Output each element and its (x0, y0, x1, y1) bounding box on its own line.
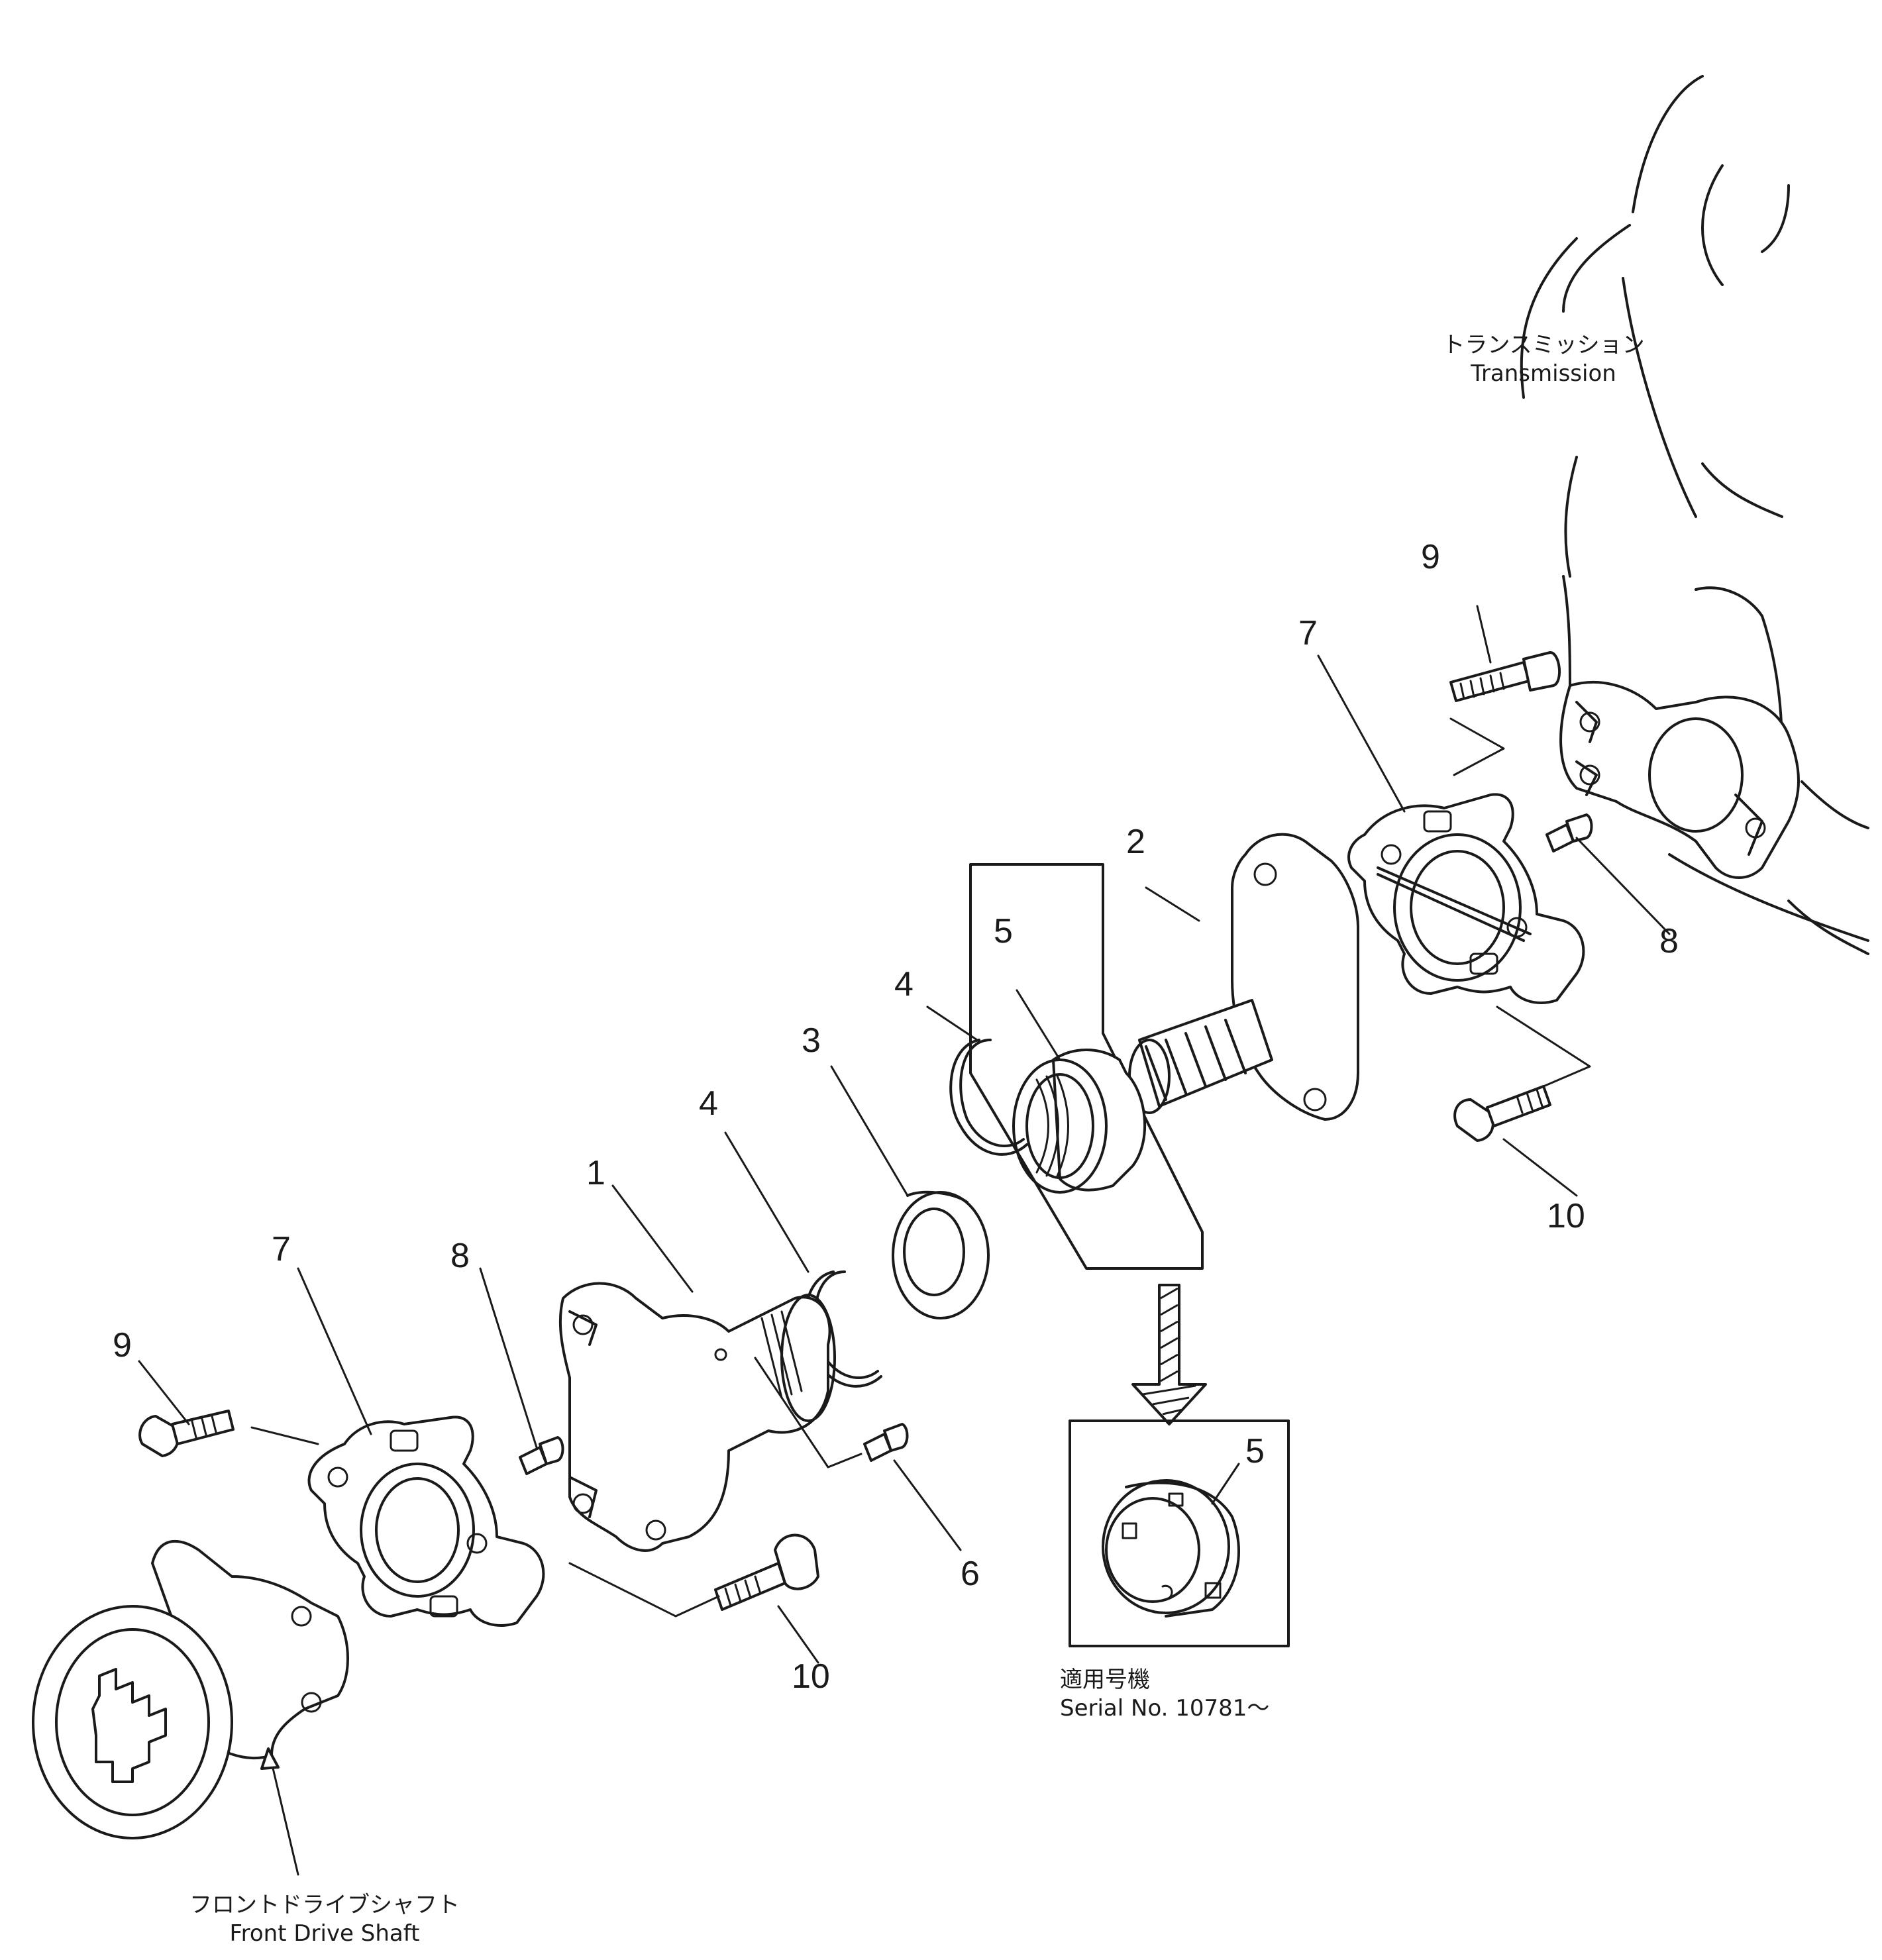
bearing-5-upper (1012, 1049, 1147, 1194)
serial-label-jp: 適用号機 (1060, 1667, 1150, 1693)
bolt-10-left (714, 1533, 819, 1611)
bearing-5-bracket (969, 863, 1204, 1270)
front-drive-shaft-label: フロントドライブシャフト Front Drive Shaft (185, 1891, 464, 1947)
snap-ring-4-upper (949, 1039, 1028, 1156)
transmission-housing (1520, 75, 1869, 955)
callout-9-upper: 9 (1421, 538, 1440, 576)
hatched-down-arrow-icon (1131, 1284, 1207, 1425)
callout-8-right: 8 (1659, 922, 1679, 960)
callout-7-upper: 7 (1298, 614, 1318, 652)
callout-2: 2 (1126, 823, 1145, 861)
grease-fitting-6 (863, 1423, 909, 1462)
leader-lines (138, 605, 1671, 1876)
callout-1: 1 (586, 1154, 605, 1192)
front-drive-shaft (32, 1540, 349, 1839)
yoke-1 (558, 1282, 836, 1552)
grease-fitting-8-right (1545, 813, 1593, 852)
front-drive-shaft-label-en: Front Drive Shaft (229, 1920, 420, 1947)
serial-label: 適用号機 Serial No. 10781～ (1060, 1666, 1312, 1722)
front-drive-shaft-label-jp: フロントドライブシャフト (189, 1892, 460, 1918)
grease-fitting-8-left (519, 1436, 564, 1475)
callout-7-lower: 7 (272, 1230, 291, 1268)
transmission-label-en: Transmission (1471, 360, 1616, 387)
callout-10-right: 10 (1547, 1197, 1585, 1235)
callout-4-upper: 4 (894, 965, 914, 1004)
bolt-10-right (1453, 1085, 1551, 1142)
bolt-9-upper (1449, 651, 1561, 702)
callout-9-lower: 9 (113, 1326, 132, 1365)
bolt-9-lower (138, 1410, 235, 1457)
callout-10-left: 10 (792, 1657, 830, 1696)
transmission-yoke (1559, 680, 1800, 879)
bearing-detail-icon (1069, 1419, 1290, 1647)
transmission-label-jp: トランスミッション (1442, 332, 1645, 358)
transmission-label: トランスミッション Transmission (1438, 331, 1649, 387)
callout-5-detail: 5 (1245, 1432, 1265, 1470)
callout-3: 3 (802, 1021, 821, 1060)
serial-label-en: Serial No. 10781～ (1060, 1694, 1270, 1722)
spider-left (307, 1416, 545, 1627)
spider-right (1347, 793, 1585, 1004)
slip-yoke-2 (1128, 833, 1359, 1121)
callout-6: 6 (961, 1555, 980, 1593)
callout-8-left: 8 (450, 1237, 470, 1275)
callout-5-upper: 5 (994, 912, 1013, 951)
seal-3 (892, 1190, 990, 1319)
callout-4-lower: 4 (699, 1084, 718, 1123)
